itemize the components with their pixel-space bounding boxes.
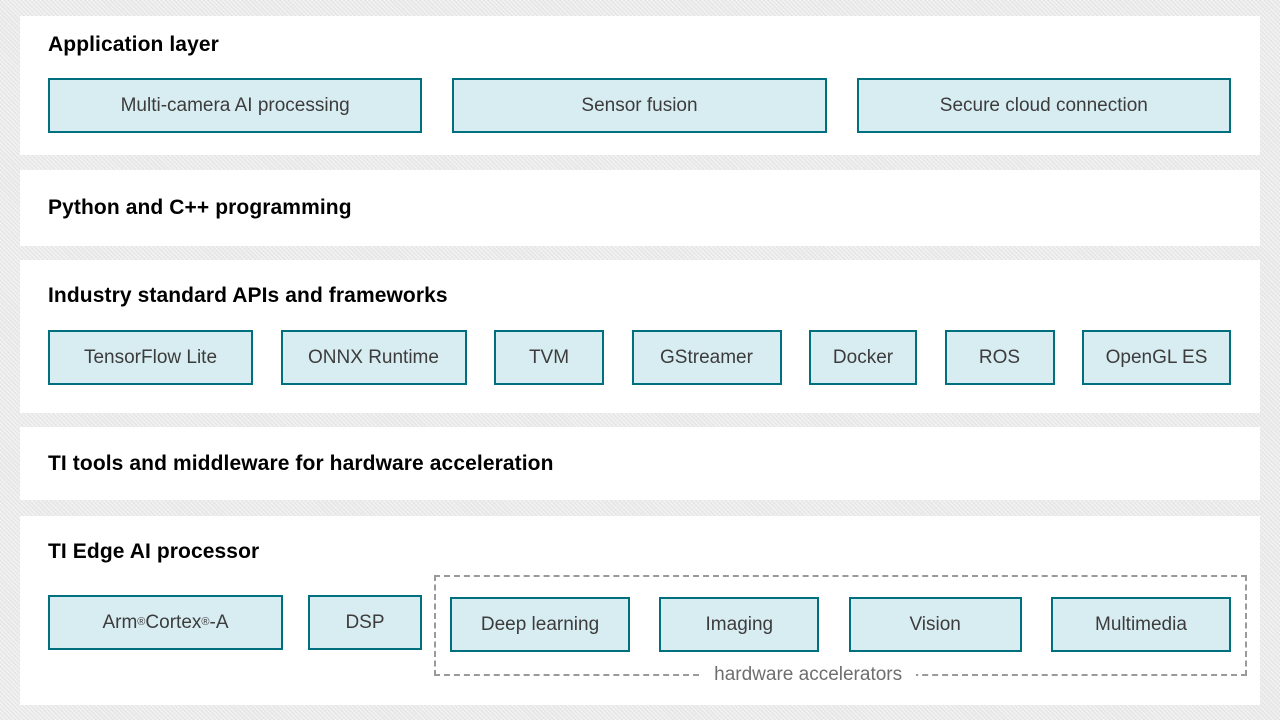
layer-heading: TI tools and middleware for hardware acc… xyxy=(48,451,554,475)
hardware-accelerators-label: hardware accelerators xyxy=(700,663,917,687)
block-multi-camera-ai-processing: Multi-camera AI processing xyxy=(48,78,423,133)
layer-heading: Application layer xyxy=(48,33,219,56)
block-ros: ROS xyxy=(944,330,1055,385)
block-docker: Docker xyxy=(809,330,917,385)
block-multimedia: Multimedia xyxy=(1050,597,1231,652)
processor-blocks: Arm® Cortex®-A DSP Deep learning Imaging… xyxy=(48,575,1247,687)
block-sensor-fusion: Sensor fusion xyxy=(452,78,827,133)
accelerator-blocks: Deep learning Imaging Vision Multimedia xyxy=(450,597,1231,652)
application-blocks: Multi-camera AI processing Sensor fusion… xyxy=(48,78,1231,133)
layer-ti-tools-middleware: TI tools and middleware for hardware acc… xyxy=(20,427,1260,500)
layer-heading: TI Edge AI processor xyxy=(48,540,260,563)
block-tvm: TVM xyxy=(494,330,604,385)
layer-programming: Python and C++ programming xyxy=(20,170,1260,246)
layer-apis-frameworks: Industry standard APIs and frameworks Te… xyxy=(20,260,1260,413)
block-onnx-runtime: ONNX Runtime xyxy=(280,330,467,385)
block-gstreamer: GStreamer xyxy=(631,330,782,385)
block-secure-cloud-connection: Secure cloud connection xyxy=(856,78,1231,133)
hardware-accelerators-group: Deep learning Imaging Vision Multimedia … xyxy=(434,575,1247,687)
block-deep-learning: Deep learning xyxy=(450,597,630,652)
layer-heading: Python and C++ programming xyxy=(48,196,352,219)
block-arm-cortex-a: Arm® Cortex®-A xyxy=(48,595,283,650)
block-vision: Vision xyxy=(848,597,1022,652)
api-blocks: TensorFlow Lite ONNX Runtime TVM GStream… xyxy=(48,330,1231,385)
layer-heading: Industry standard APIs and frameworks xyxy=(48,284,448,307)
block-opengl-es: OpenGL ES xyxy=(1082,330,1231,385)
block-tensorflow-lite: TensorFlow Lite xyxy=(48,330,253,385)
layer-application: Application layer Multi-camera AI proces… xyxy=(20,16,1260,155)
block-dsp: DSP xyxy=(308,595,422,650)
block-imaging: Imaging xyxy=(659,597,820,652)
layer-ti-edge-ai-processor: TI Edge AI processor Arm® Cortex®-A DSP … xyxy=(20,516,1260,705)
